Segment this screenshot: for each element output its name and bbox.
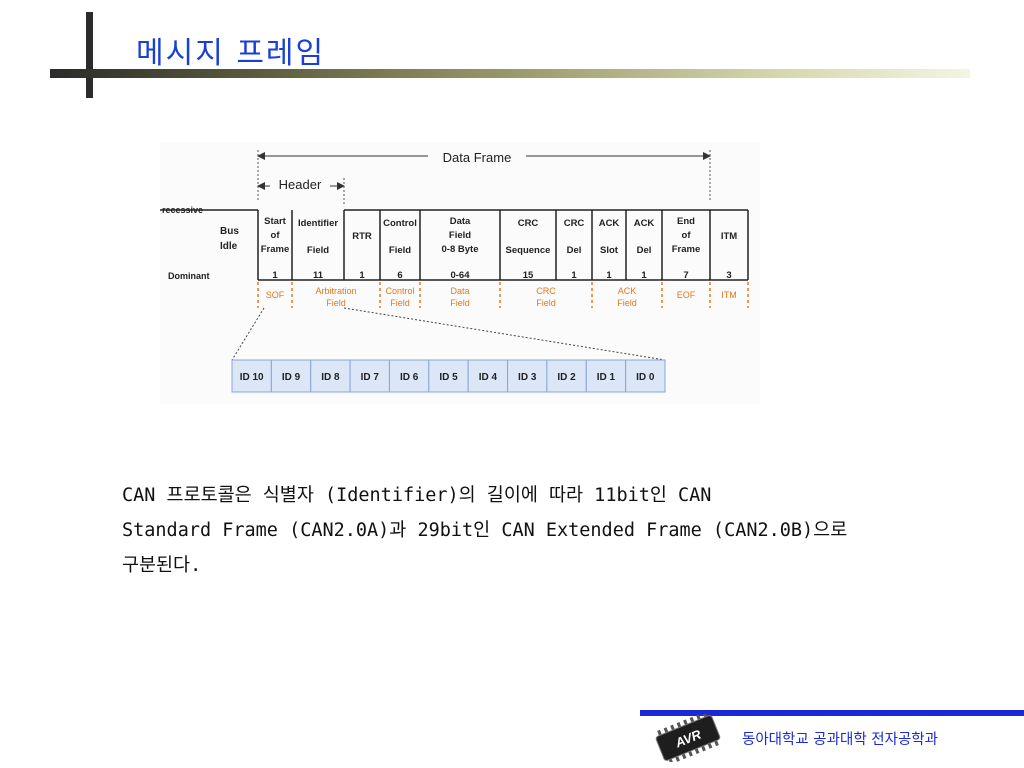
field-label: End	[677, 216, 695, 227]
footer-department: 동아대학교 공과대학 전자공학과	[742, 732, 938, 748]
id-bit-label: ID 5	[439, 372, 458, 383]
header-label: Header	[279, 177, 322, 192]
dominant-label: Dominant	[168, 271, 210, 281]
id-zoom-line-right	[343, 307, 666, 361]
bus-idle-line-2: Idle	[220, 241, 238, 252]
group-label: Field	[390, 298, 410, 308]
field-label: CRC	[564, 218, 585, 229]
id-zoom-line-left	[231, 307, 265, 361]
field-bits: 6	[397, 270, 402, 281]
group-label: SOF	[266, 290, 285, 300]
field-label: Frame	[672, 244, 701, 255]
field-label: of	[271, 230, 281, 241]
field-label: Sequence	[506, 245, 551, 256]
field-bits: 3	[726, 270, 731, 281]
group-label: Field	[536, 298, 556, 308]
data-frame-label: Data Frame	[443, 150, 512, 165]
group-label: Field	[450, 298, 470, 308]
bus-idle-line-1: Bus	[220, 226, 239, 237]
field-label: ITM	[721, 231, 737, 242]
title-bar-horizontal	[50, 69, 970, 78]
field-label: of	[682, 230, 692, 241]
header-label-bg	[270, 176, 330, 192]
id-bit-cell	[467, 359, 509, 393]
field-bits: 1	[571, 270, 577, 281]
id-bit-cell	[625, 359, 666, 393]
group-label: Field	[326, 298, 346, 308]
id-bit-label: ID 6	[400, 372, 419, 383]
field-label: ACK	[599, 218, 620, 229]
field-bits: 1	[606, 270, 612, 281]
avr-chip-icon: AVR	[655, 714, 721, 762]
id-bit-label: ID 1	[597, 372, 616, 383]
title-bar-vertical	[86, 12, 93, 98]
field-label: Frame	[261, 244, 290, 255]
field-bits: 7	[683, 270, 688, 281]
field-bits: 15	[523, 270, 534, 281]
id-bit-label: ID 9	[282, 372, 301, 383]
field-label: Start	[264, 216, 286, 227]
id-bit-cell	[428, 359, 469, 393]
id-bit-label: ID 3	[518, 372, 537, 383]
field-label: ACK	[634, 218, 655, 229]
id-bit-cell	[231, 359, 272, 393]
group-label: EOF	[677, 290, 696, 300]
field-bits: 1	[272, 270, 278, 281]
field-label: RTR	[352, 231, 372, 242]
field-label: Del	[567, 245, 582, 256]
group-label: ITM	[721, 290, 737, 300]
field-bits: 1	[641, 270, 647, 281]
field-label: Control	[383, 218, 417, 229]
field-label: Slot	[600, 245, 619, 256]
id-bit-label: ID 10	[240, 372, 264, 383]
id-bit-cell	[546, 359, 587, 393]
body-text: CAN 프로토콜은 식별자 (Identifier)의 길이에 따라 11bit…	[122, 485, 848, 576]
id-bit-label: ID 7	[361, 372, 380, 383]
field-bits: 11	[313, 270, 324, 281]
field-label: Data	[450, 216, 471, 227]
field-label: Field	[307, 245, 329, 256]
field-label: Field	[389, 245, 411, 256]
slide-title: 메시지 프레임	[136, 36, 326, 71]
field-label: CRC	[518, 218, 539, 229]
id-bit-label: ID 4	[479, 372, 498, 383]
group-label: ACK	[618, 286, 637, 296]
id-bit-label: ID 0	[636, 372, 655, 383]
group-label: Control	[385, 286, 414, 296]
can-frame-diagram-svg: Data FrameHeaderrecessiveDominantBusIdle…	[160, 150, 749, 393]
group-label: Field	[617, 298, 637, 308]
field-label: 0-8 Byte	[442, 244, 479, 255]
field-label: Del	[637, 245, 652, 256]
field-bits: 0-64	[450, 270, 470, 281]
group-label: Arbitration	[315, 286, 356, 296]
id-bit-cell	[507, 359, 548, 393]
field-bits: 1	[359, 270, 365, 281]
group-label: CRC	[536, 286, 556, 296]
footer-line	[640, 710, 1024, 716]
id-bit-cell	[388, 359, 430, 393]
field-label: Identifier	[298, 218, 338, 229]
group-label: Data	[450, 286, 469, 296]
field-label: Field	[449, 230, 471, 241]
id-bit-label: ID 2	[557, 372, 576, 383]
id-bit-label: ID 8	[321, 372, 340, 383]
